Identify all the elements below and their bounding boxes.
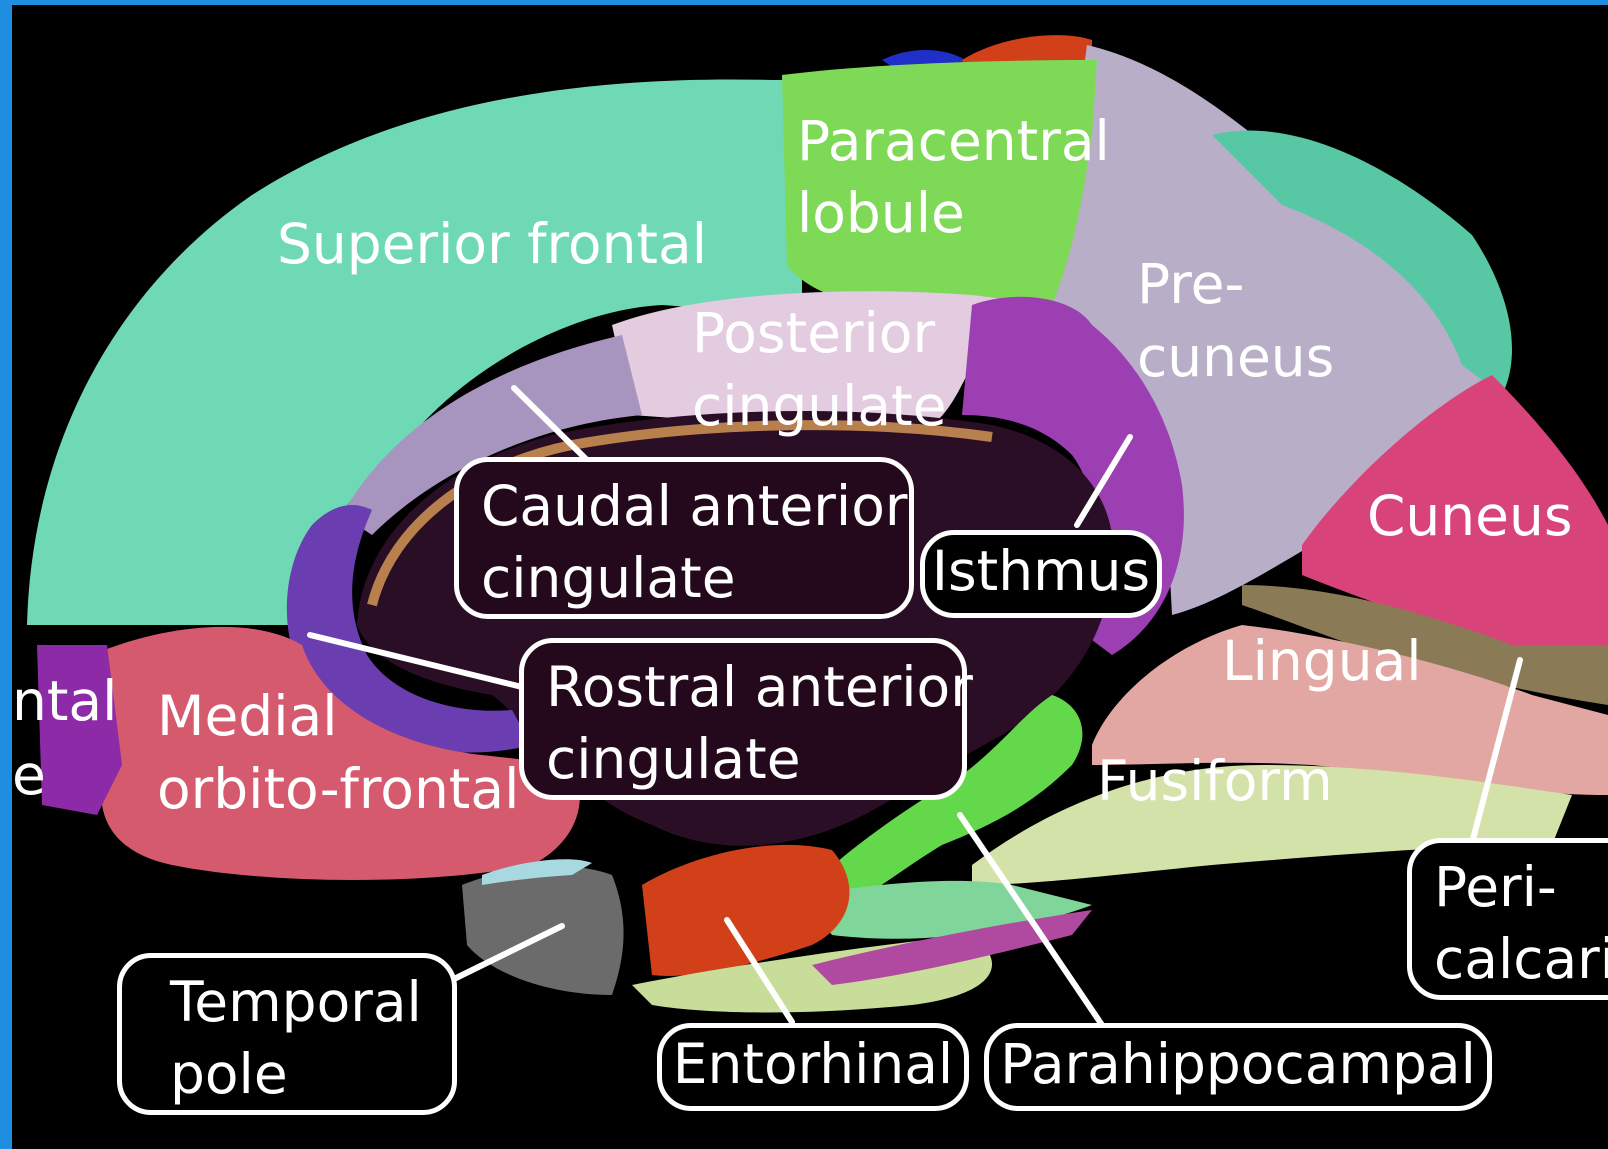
label-rostral-anterior-cingulate-line1: Rostral anterior — [546, 651, 973, 723]
label-pericalcarine-line1: Peri- — [1434, 851, 1608, 923]
label-precuneus-line1: Pre- — [1137, 248, 1244, 320]
box-entorhinal: Entorhinal — [657, 1023, 969, 1111]
label-superior-frontal: Superior frontal — [277, 208, 707, 280]
label-pericalcarine-line2: calcari — [1434, 923, 1608, 995]
box-rostral-anterior-cingulate: Rostral anterior cingulate — [519, 638, 967, 800]
box-parahippocampal: Parahippocampal — [984, 1023, 1492, 1111]
label-parahippocampal: Parahippocampal — [989, 1028, 1487, 1100]
label-temporal-pole-line1: Temporal — [170, 966, 422, 1038]
label-medial-orbitofrontal-line2: orbito-frontal — [157, 753, 519, 825]
label-partial-left-bottom: e — [12, 739, 46, 811]
label-entorhinal: Entorhinal — [662, 1028, 964, 1100]
label-temporal-pole-line2: pole — [170, 1038, 422, 1110]
box-caudal-anterior-cingulate: Caudal anterior cingulate — [454, 457, 914, 619]
box-pericalcarine: Peri- calcari — [1407, 838, 1608, 1000]
box-temporal-pole: Temporal pole — [117, 953, 457, 1115]
label-paracentral-line2: lobule — [797, 177, 965, 249]
label-caudal-anterior-cingulate-line1: Caudal anterior — [481, 470, 907, 542]
box-isthmus: Isthmus — [920, 530, 1162, 618]
label-isthmus: Isthmus — [925, 535, 1157, 607]
label-paracentral-line1: Paracentral — [797, 105, 1110, 177]
label-posterior-cingulate-line1: Posterior — [692, 297, 935, 369]
label-precuneus-line2: cuneus — [1137, 321, 1334, 393]
label-posterior-cingulate-line2: cingulate — [692, 370, 947, 442]
label-caudal-anterior-cingulate-line2: cingulate — [481, 542, 907, 614]
label-fusiform: Fusiform — [1097, 745, 1333, 817]
label-lingual: Lingual — [1222, 625, 1422, 697]
label-partial-left-top: ntal — [12, 665, 117, 737]
label-medial-orbitofrontal-line1: Medial — [157, 680, 337, 752]
diagram-frame: ntal e Superior frontal Paracentral lobu… — [12, 5, 1608, 1149]
label-cuneus: Cuneus — [1367, 480, 1572, 552]
region-temporal-pole — [462, 866, 624, 995]
label-rostral-anterior-cingulate-line2: cingulate — [546, 723, 973, 795]
